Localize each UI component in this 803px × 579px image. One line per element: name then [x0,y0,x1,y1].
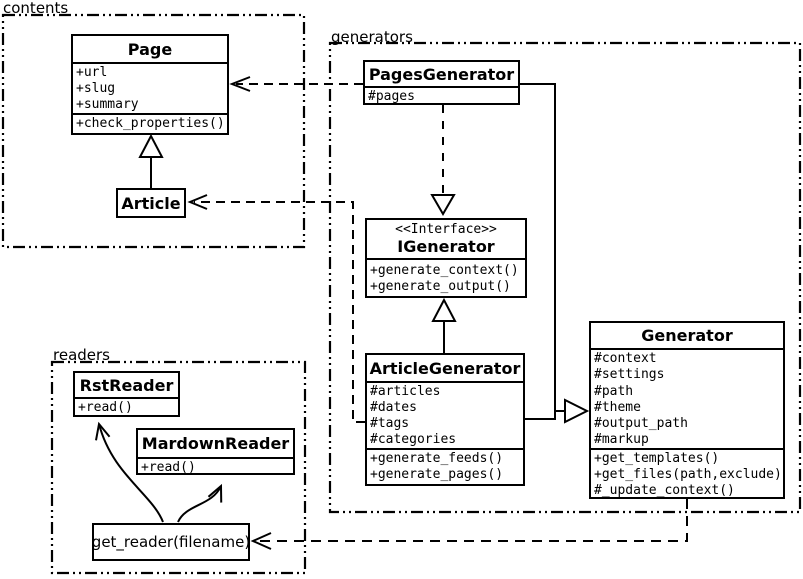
method-line: +get_templates() [594,451,720,466]
class-articlegenerator: ArticleGenerator #articles #dates #tags … [365,353,525,486]
attribute-line: #categories [370,432,457,447]
method-line: +check_properties() [76,116,225,131]
class-mardownreader-methods: +read() [138,457,293,475]
package-generators-border [328,41,802,514]
class-igenerator-name: IGenerator [397,237,495,256]
class-rstreader: RstReader +read() [73,371,180,417]
class-igenerator-methods: +generate_context() +generate_output() [367,258,525,296]
edge-generators-to-generator [520,83,556,420]
class-generator-title: Generator [641,326,733,345]
class-pagesgenerator-attributes: #pages [365,86,518,104]
class-generator-methods: +get_templates() +get_files(path,exclude… [591,448,783,498]
open-arrow-getreader [250,532,272,550]
package-contents-border [1,13,306,249]
class-igenerator-title: <<Interface>> IGenerator [367,220,525,258]
class-igenerator: <<Interface>> IGenerator +generate_conte… [365,218,527,298]
class-pagesgenerator-title: PagesGenerator [368,64,515,84]
generalization-triangle-page [138,133,164,158]
edge-getreader-to-rstreader [95,421,164,523]
class-page: Page +url +slug +summary +check_properti… [71,34,229,135]
attribute-line: #tags [370,416,410,431]
function-get-reader-label: get_reader(filename) [92,533,250,551]
edge-getreader-to-mardownreader [177,483,223,523]
package-label-readers: readers [53,346,110,364]
class-pagesgenerator: PagesGenerator #pages [363,60,520,105]
realization-triangle-igenerator [430,194,456,216]
class-page-title: Page [127,39,173,59]
class-articlegenerator-attributes: #articles #dates #tags #categories [367,381,523,448]
method-line: +generate_feeds() [370,451,504,466]
attribute-line: #articles [370,384,441,399]
attribute-line: +summary [76,97,139,112]
open-arrow-page [229,76,251,92]
class-mardownreader-title: MardownReader [141,434,290,453]
package-readers-border [50,360,307,575]
edge-articlegenerator-to-article [194,201,365,423]
attribute-line: +slug [76,81,116,96]
package-label-contents: contents [3,0,69,17]
attribute-line: #pages [368,89,415,104]
generalization-triangle-igenerator [431,297,457,322]
attribute-line: #path [594,383,634,399]
class-articlegenerator-title: ArticleGenerator [369,358,521,378]
class-rstreader-title: RstReader [79,375,174,395]
class-article-title: Article [121,193,181,213]
function-get-reader: get_reader(filename) [92,523,250,561]
method-line: +get_files(path,exclude) [594,467,782,482]
package-label-generators: generators [331,28,413,46]
attribute-line: #dates [370,400,417,415]
method-line: +read() [78,400,133,415]
attribute-line: #theme [594,399,641,415]
method-line: +generate_output() [370,279,511,294]
method-line: #_update_context() [594,483,735,498]
class-generator: Generator #context #settings #path #them… [589,321,785,499]
class-articlegenerator-methods: +generate_feeds() +generate_pages() [367,448,523,484]
attribute-line: +url [76,65,108,80]
open-arrow-article [187,194,208,210]
class-generator-attributes: #context #settings #path #theme #output_… [591,348,783,448]
class-page-methods: +check_properties() [73,113,227,133]
class-article: Article [116,188,186,218]
method-line: +generate_context() [370,263,519,278]
generalization-triangle-generator [564,398,590,424]
class-page-attributes: +url +slug +summary [73,62,227,113]
class-mardownreader: MardownReader +read() [136,428,295,475]
stereotype-interface: <<Interface>> [395,222,497,237]
attribute-line: #settings [594,367,665,383]
attribute-line: #context [594,351,657,366]
class-rstreader-methods: +read() [75,397,178,415]
attribute-line: #markup [594,432,649,448]
method-line: +generate_pages() [370,467,504,482]
edge-generator-to-getreader [257,499,688,542]
attribute-line: #output_path [594,416,688,432]
method-line: +read() [141,460,196,475]
